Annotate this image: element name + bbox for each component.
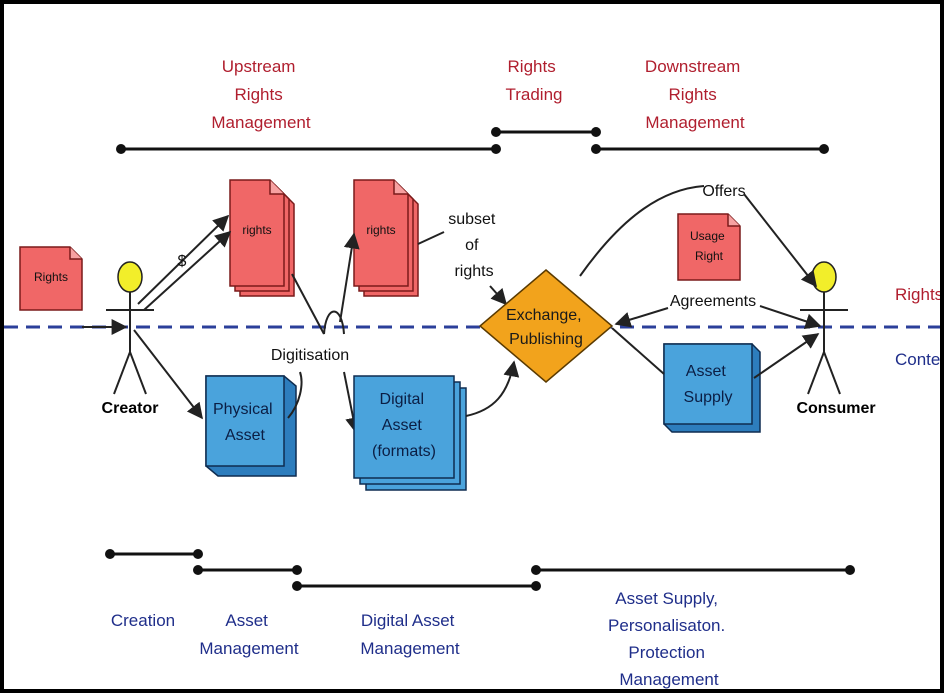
creation-band-line: [105, 549, 203, 559]
asset-supply-management-label: Asset Supply, Personalisaton. Protection…: [608, 589, 730, 689]
svg-text:rights: rights: [242, 223, 271, 237]
digitisation-label: Digitisation: [271, 347, 349, 364]
trading-label: Rights Trading: [505, 57, 562, 104]
svg-text:rights: rights: [366, 223, 395, 237]
rights-content-diagram: Upstream Rights Management Rights Tradin…: [4, 57, 944, 689]
asset-supply-box: Asset Supply: [663, 343, 761, 433]
svg-text:Digital Asset (for: Digital Asset (formats): [372, 391, 436, 460]
creator-label: Creator: [102, 400, 159, 417]
usage-right-document-icon: Usage Right: [677, 213, 741, 281]
downstream-band-line: [591, 144, 829, 154]
creation-label: Creation: [111, 611, 175, 630]
svg-text:Asset Supply: Asset Supply: [684, 363, 733, 406]
svg-text:Exchange, Publishing: Exchange, Publishing: [506, 307, 586, 348]
svg-text:Rights: Rights: [34, 270, 68, 284]
creator-actor-icon: [106, 261, 154, 395]
consumer-label: Consumer: [796, 400, 875, 417]
svg-text:Physical Asset: Physical Asset: [213, 401, 277, 444]
offers-label: Offers: [702, 183, 745, 200]
upstream-label: Upstream Rights Management: [211, 57, 311, 132]
digital-asset-management-band-line: [292, 581, 541, 591]
downstream-label: Downstream Rights Management: [645, 57, 745, 132]
layer-rights-label: Rights: [895, 285, 943, 304]
rights-stack-2: rights: [353, 179, 419, 297]
asset-management-label: Asset Management: [199, 611, 299, 658]
rights-stack-1: rights: [229, 179, 295, 297]
asset-management-band-line: [193, 565, 302, 575]
physical-asset-box: Physical Asset: [205, 375, 297, 477]
layer-content-label: Content: [895, 350, 944, 369]
digital-asset-management-label: Digital Asset Management: [360, 611, 460, 658]
svg-text:Usage Right: Usage Right: [690, 229, 728, 263]
digital-asset-box: Digital Asset (formats): [353, 375, 467, 491]
trading-band-line: [491, 127, 601, 137]
asset-supply-band-line: [531, 565, 855, 575]
subset-of-rights-label: subset of rights: [448, 211, 500, 280]
exchange-publishing-diamond: Exchange, Publishing: [478, 269, 614, 383]
agreements-label: Agreements: [670, 293, 756, 310]
upstream-band-line: [116, 144, 501, 154]
rights-document-icon: Rights: [19, 246, 83, 311]
dollar-label: $: [178, 253, 187, 270]
